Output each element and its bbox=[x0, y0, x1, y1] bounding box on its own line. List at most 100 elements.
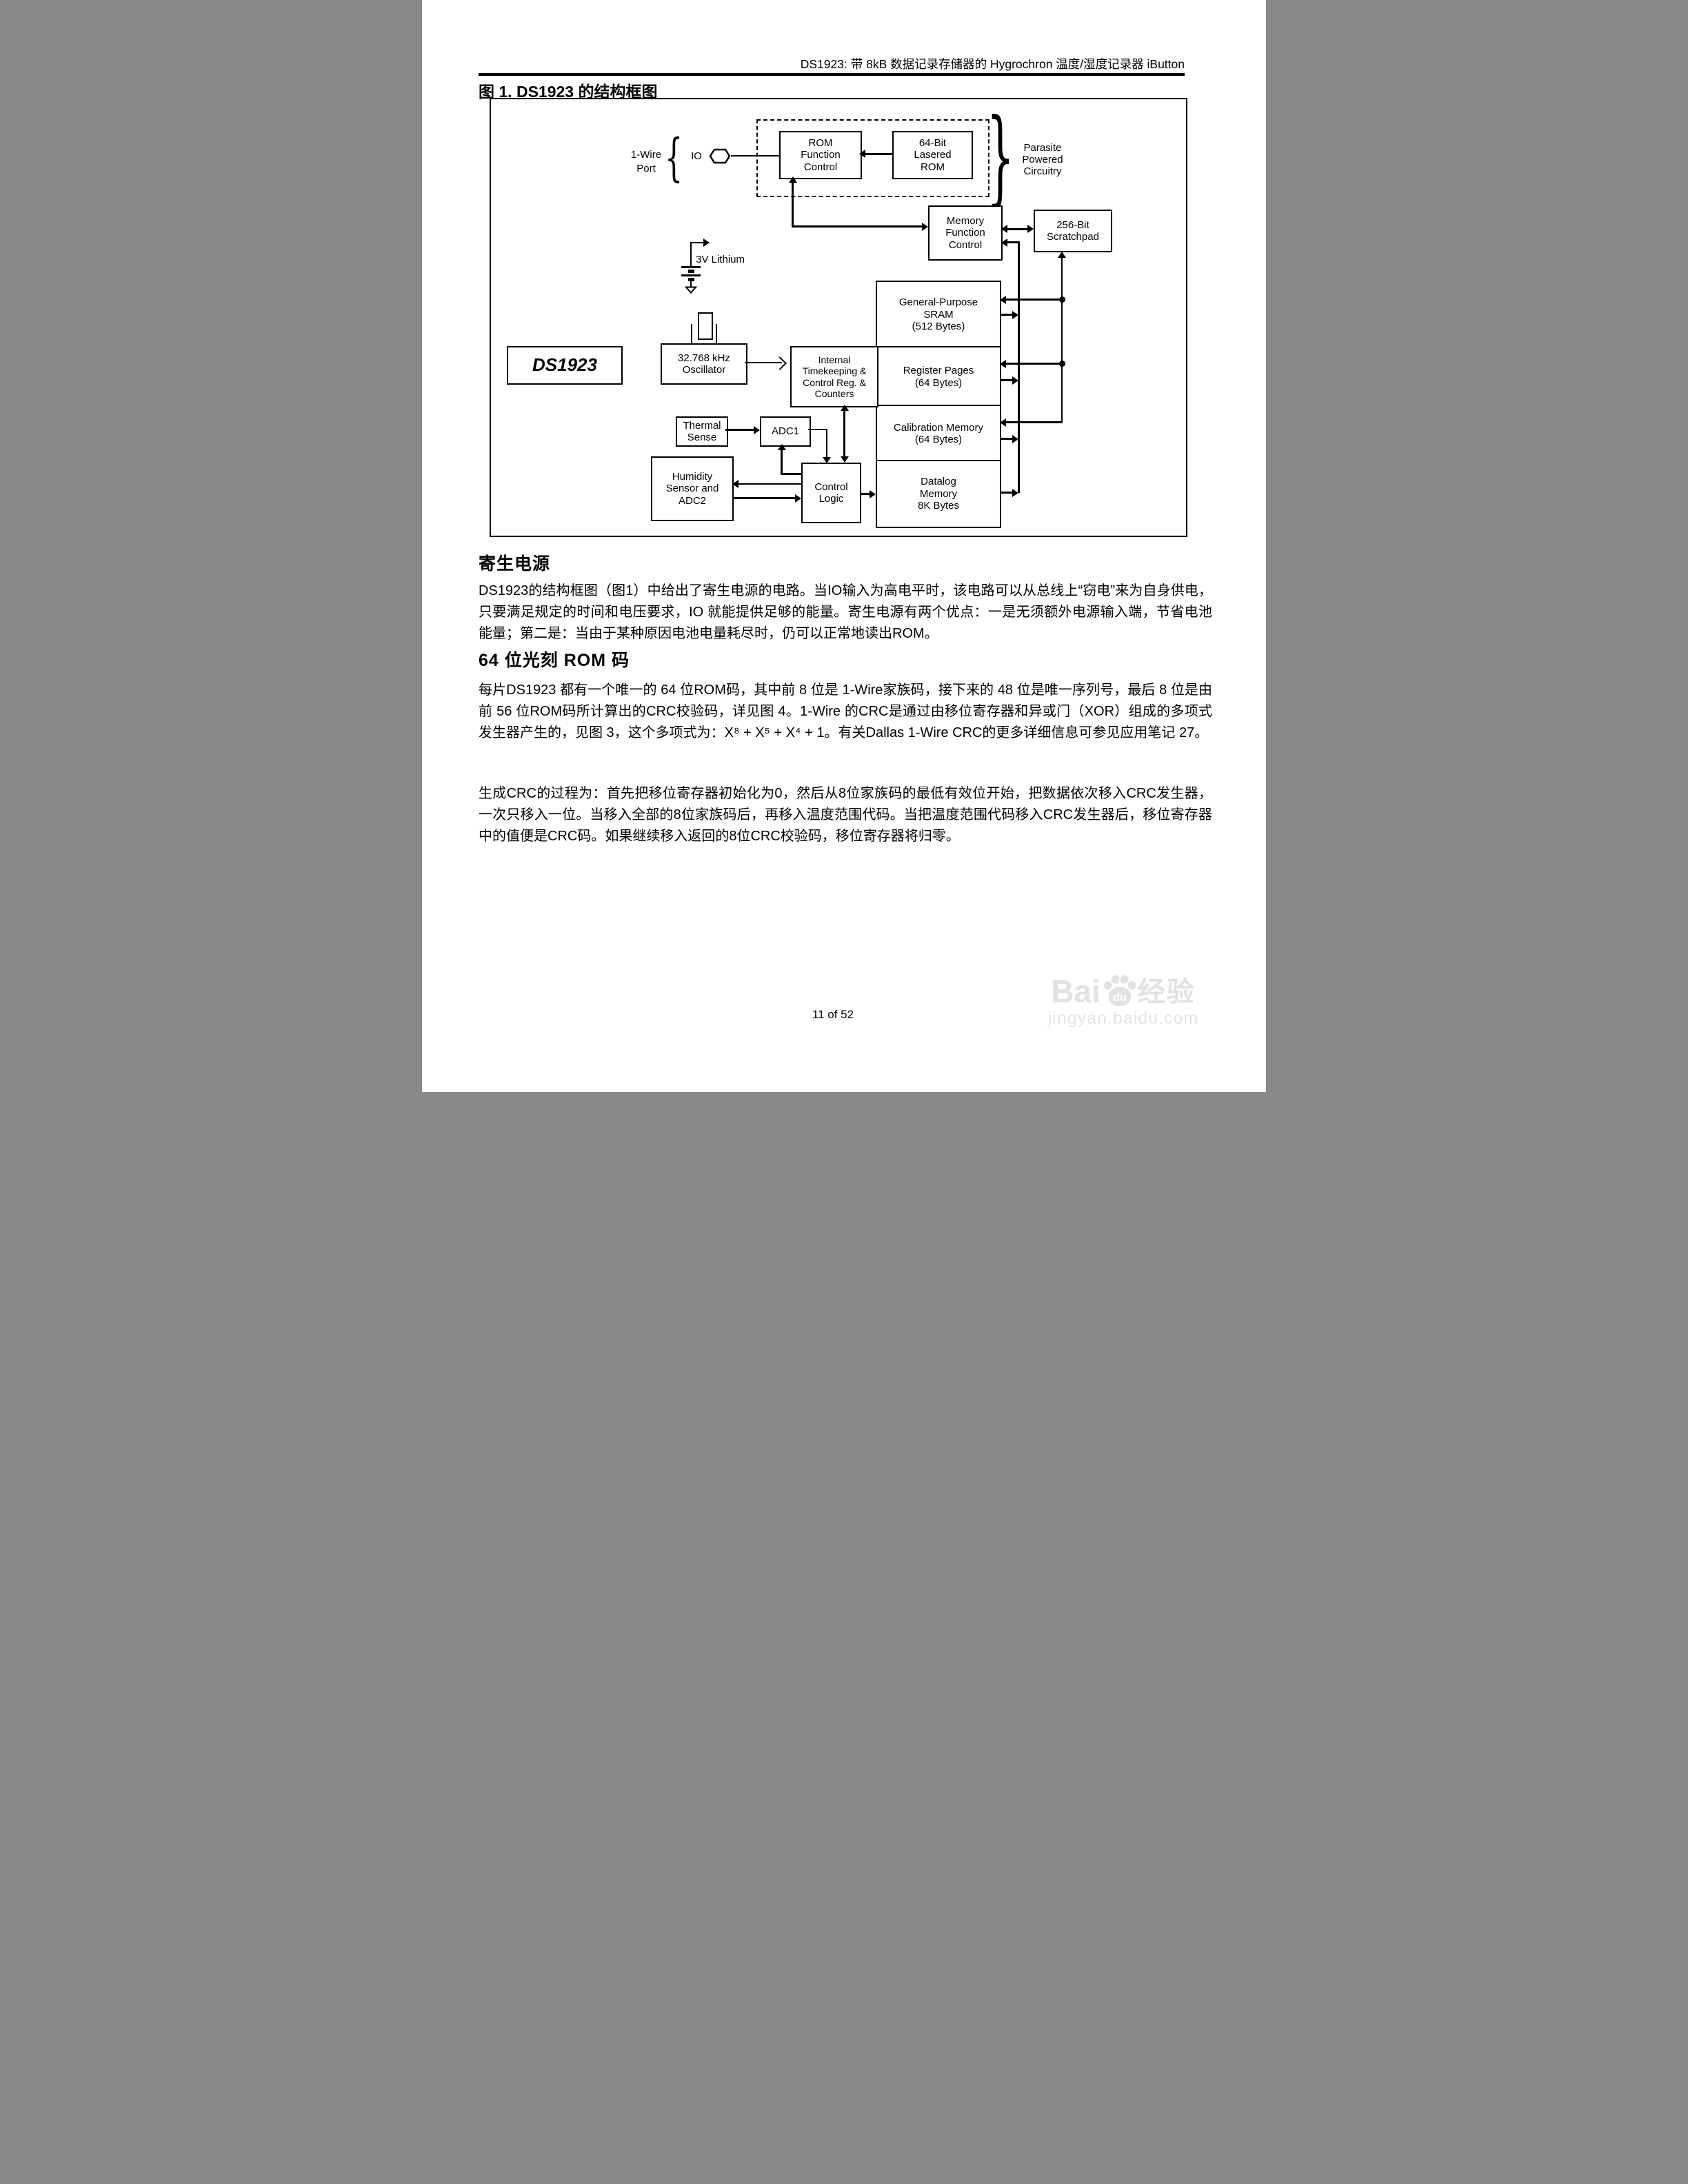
romfc-mfc-vline bbox=[792, 183, 794, 226]
io-pad-hexagon-icon bbox=[709, 148, 731, 164]
battery-top-wire bbox=[690, 242, 692, 267]
sram-box: General-Purpose SRAM (512 Bytes) bbox=[876, 281, 1001, 349]
scratchpad-box: 256-Bit Scratchpad bbox=[1034, 210, 1112, 252]
memory-out-bus-line bbox=[1018, 242, 1020, 493]
sram-out-arrowhead bbox=[1012, 310, 1018, 319]
into-mfc-arrowhead bbox=[922, 222, 928, 231]
crystal-lead-left bbox=[691, 324, 692, 343]
header-title: DS1923: 带 8kB 数据记录存储器的 Hygrochron 温度/湿度记… bbox=[800, 57, 1185, 71]
ds1923-label-box: DS1923 bbox=[507, 346, 623, 385]
register-out-line bbox=[1000, 379, 1014, 381]
right-brace: } bbox=[986, 97, 1014, 217]
adc1-out-vline bbox=[826, 429, 827, 457]
register-out-arrowhead bbox=[1012, 376, 1018, 385]
io-wire bbox=[731, 155, 779, 156]
memory-function-control-box: Memory Function Control bbox=[928, 205, 1003, 261]
register-pages-box: Register Pages (64 Bytes) bbox=[876, 346, 1001, 407]
ground-icon bbox=[685, 286, 697, 294]
romfc-mfc-hline bbox=[792, 225, 923, 228]
register-junction-dot bbox=[1059, 361, 1065, 367]
cl-datalog-line bbox=[860, 493, 870, 495]
battery-plate-1 bbox=[681, 266, 701, 268]
rom-to-romfc-line bbox=[865, 152, 892, 155]
paragraph-rom-2: 生成CRC的过程为：首先把移位寄存器初始化为0，然后从8位家族码的最低有效位开始… bbox=[479, 786, 1212, 844]
humidity-cl-arrowhead bbox=[795, 494, 801, 503]
adc1-in-hline bbox=[781, 473, 801, 475]
section-heading-parasite: 寄生电源 bbox=[479, 554, 551, 574]
figure-heading: 图 1. DS1923 的结构框图 bbox=[479, 83, 658, 101]
sram-in-line bbox=[1005, 299, 1062, 301]
watermark-jingyan-text: 经验 bbox=[1137, 977, 1196, 1007]
rom-to-romfc-arrowhead bbox=[859, 150, 865, 158]
romfc-up-arrowhead bbox=[789, 176, 797, 183]
one-wire-port-label: 1-Wire Port bbox=[630, 149, 662, 174]
document-page: DS1923: 带 8kB 数据记录存储器的 Hygrochron 温度/湿度记… bbox=[422, 0, 1266, 1092]
control-logic-box: Control Logic bbox=[801, 463, 861, 523]
battery-plate-2 bbox=[681, 274, 701, 276]
cl-humidity-line bbox=[737, 483, 801, 485]
mfc-sp-line bbox=[1006, 228, 1027, 230]
sram-junction-dot bbox=[1059, 296, 1065, 303]
battery-out-arrowhead bbox=[703, 239, 710, 247]
mfc-sp-right-arrowhead bbox=[1027, 225, 1034, 233]
cl-humidity-arrowhead bbox=[732, 480, 738, 488]
thermal-adc1-arrowhead bbox=[754, 425, 760, 434]
parasite-dashed-region bbox=[756, 119, 989, 197]
watermark-url: jingyan.baidu.com bbox=[1047, 1009, 1199, 1028]
baidu-paw-icon: du bbox=[1103, 975, 1136, 1007]
it-cl-down-arrowhead bbox=[840, 456, 849, 463]
sram-in-arrowhead bbox=[1000, 295, 1006, 304]
block-diagram-figure: 1-Wire Port { IO ROM Function Control 64… bbox=[490, 98, 1187, 537]
oscillator-wire bbox=[745, 362, 782, 363]
datalog-memory-box: Datalog Memory 8K Bytes bbox=[876, 460, 1001, 528]
cl-datalog-arrowhead bbox=[870, 489, 876, 498]
watermark-du-text: du bbox=[1113, 991, 1127, 1004]
calibration-out-line bbox=[1000, 438, 1014, 440]
register-in-line bbox=[1005, 363, 1062, 365]
parasite-label: Parasite Powered Circuitry bbox=[1022, 142, 1063, 177]
mfc-lower-in-line bbox=[1006, 241, 1020, 243]
oscillator-box: 32.768 kHz Oscillator bbox=[661, 343, 747, 385]
watermark: Bai du 经验 jingyan.baidu.com bbox=[1016, 975, 1230, 1029]
lasered-rom-box: 64-Bit Lasered ROM bbox=[892, 131, 973, 179]
adc1-out-hline bbox=[808, 429, 827, 430]
thermal-sense-box: Thermal Sense bbox=[676, 416, 728, 447]
page-number: 11 of 52 bbox=[812, 1008, 854, 1021]
scratchpad-in-bus-line bbox=[1061, 258, 1063, 423]
adc1-in-arrowhead bbox=[778, 444, 786, 450]
datalog-out-line bbox=[1000, 492, 1014, 494]
crystal-icon bbox=[698, 312, 713, 340]
adc1-in-vline bbox=[781, 450, 783, 475]
humidity-cl-line bbox=[732, 497, 796, 499]
mfc-sp-left-arrowhead bbox=[1001, 225, 1007, 233]
section-heading-rom: 64 位光刻 ROM 码 bbox=[479, 651, 630, 670]
adc1-out-arrowhead bbox=[823, 457, 831, 463]
lithium-label: 3V Lithium bbox=[696, 254, 745, 265]
mfc-lower-in-arrowhead bbox=[1001, 238, 1007, 247]
calibration-memory-box: Calibration Memory (64 Bytes) bbox=[876, 405, 1001, 463]
paragraph-parasite: DS1923的结构框图（图1）中给出了寄生电源的电路。当IO输入为高电平时，该电… bbox=[479, 583, 1212, 641]
it-cl-up-arrowhead bbox=[840, 405, 849, 411]
battery-elbow-wire bbox=[690, 242, 704, 243]
humidity-box: Humidity Sensor and ADC2 bbox=[651, 456, 734, 521]
battery-bar-1 bbox=[688, 270, 694, 273]
battery-gnd-wire bbox=[690, 281, 692, 287]
crystal-lead-right bbox=[716, 324, 717, 343]
header-rule bbox=[479, 73, 1185, 76]
watermark-bai-text: Bai bbox=[1051, 973, 1101, 1009]
left-brace: { bbox=[665, 128, 683, 188]
calibration-in-arrowhead bbox=[1000, 418, 1006, 427]
datalog-out-arrowhead bbox=[1012, 488, 1018, 497]
timekeeping-box: Internal Timekeeping & Control Reg. & Co… bbox=[790, 346, 878, 407]
battery-bar-2 bbox=[688, 278, 694, 281]
into-scratchpad-arrowhead bbox=[1058, 252, 1066, 258]
it-cl-line bbox=[843, 410, 845, 458]
thermal-adc1-line bbox=[725, 429, 755, 431]
sram-out-line bbox=[1000, 314, 1014, 316]
io-label: IO bbox=[691, 150, 702, 162]
paragraph-rom-1: 每片DS1923 都有一个唯一的 64 位ROM码，其中前 8 位是 1-Wir… bbox=[479, 682, 1212, 740]
rom-function-control-box: ROM Function Control bbox=[779, 131, 862, 179]
adc1-box: ADC1 bbox=[760, 416, 811, 447]
open-arrowhead-icon bbox=[773, 356, 787, 370]
register-in-arrowhead bbox=[1000, 359, 1006, 368]
